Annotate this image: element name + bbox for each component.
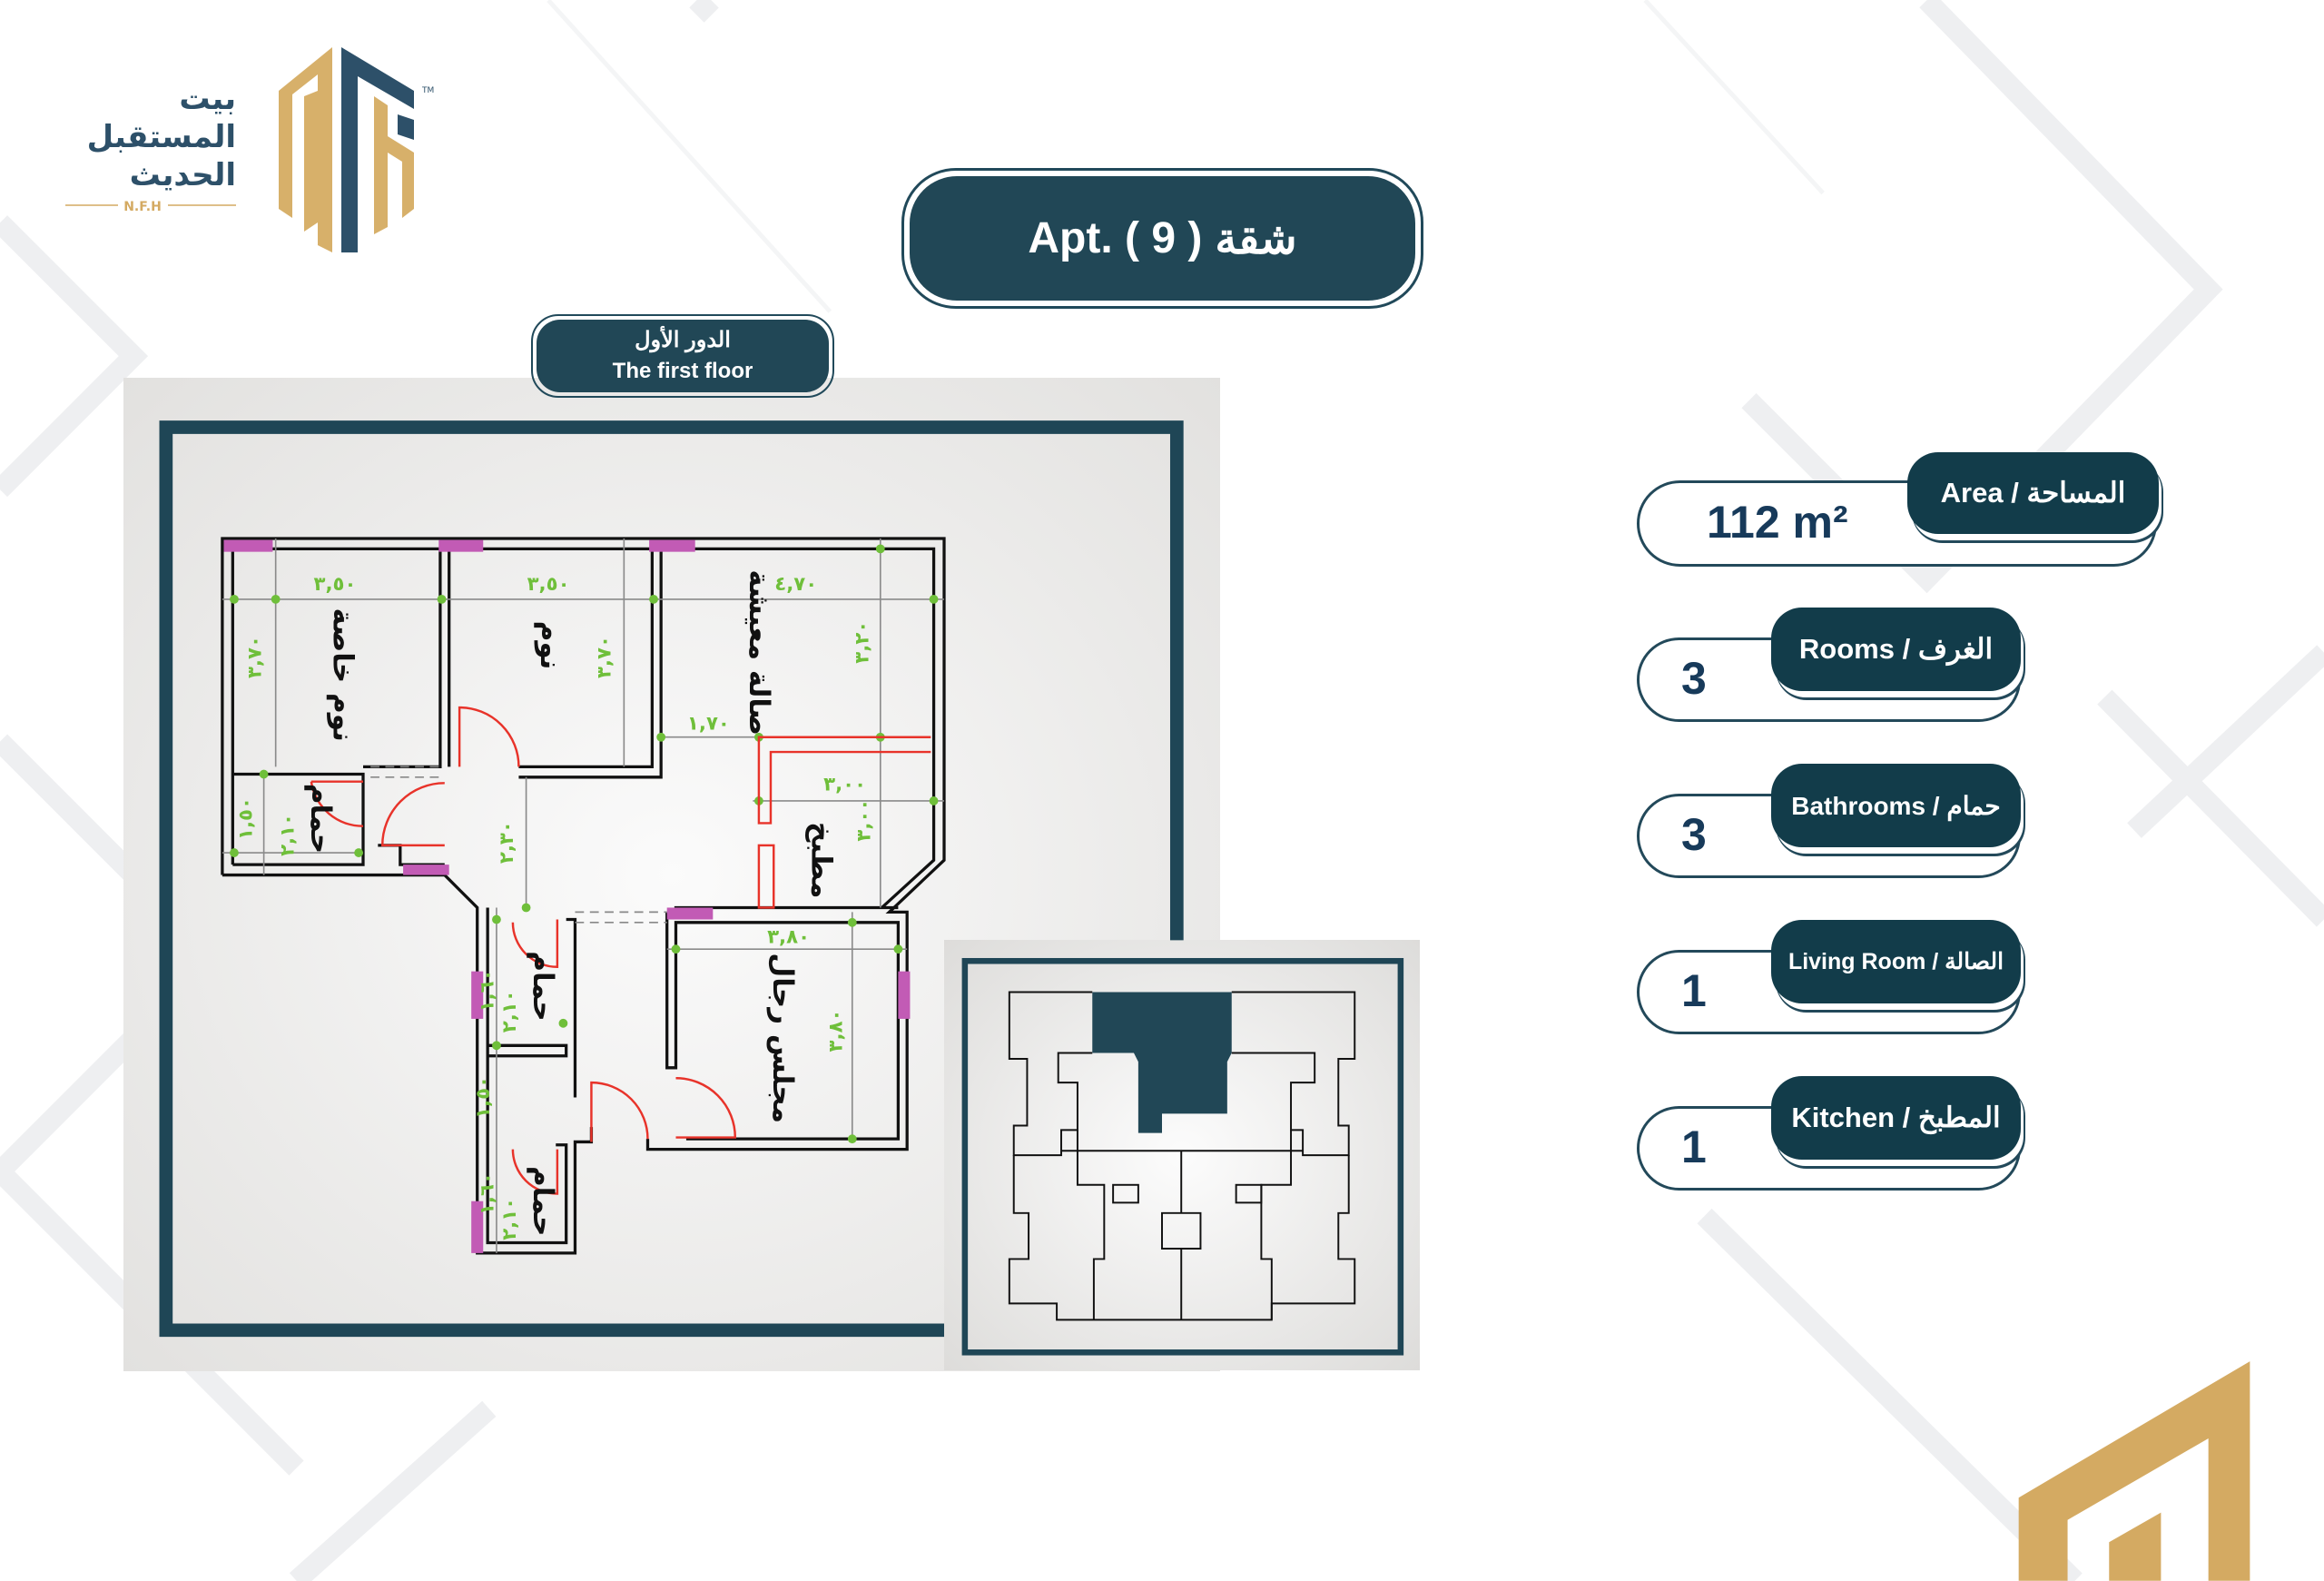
svg-text:N.F.H: N.F.H	[123, 200, 162, 214]
site-plan-blocks	[1008, 991, 1356, 1321]
logo-text: بيت المستقبل الحديث	[87, 81, 236, 193]
svg-text:TM: TM	[421, 86, 434, 95]
apartment-title-badge: Apt. ( 9 ) شقة	[901, 168, 1423, 309]
svg-text:١,٥٠: ١,٥٠	[235, 797, 258, 840]
floor-label-badge: الدور الأول The first floor	[531, 314, 834, 398]
stat-bathrooms-label: Bathrooms / حمام	[1771, 764, 2021, 847]
room-label-bath2: حمام	[527, 951, 559, 1022]
stat-area-label: Area / المساحة	[1907, 452, 2159, 534]
floor-label-arabic: الدور الأول	[635, 328, 731, 352]
svg-text:١,٥٠: ١,٥٠	[472, 1076, 495, 1119]
stat-living-value: 1	[1681, 965, 1707, 1016]
company-logo: بيت المستقبل الحديث N.F.H TM	[65, 47, 434, 252]
apartment-title-english: Apt. ( 9 )	[1028, 214, 1203, 262]
svg-text:٢,١٠: ٢,١٠	[276, 814, 299, 856]
svg-text:٢,٣٠: ٢,٣٠	[496, 821, 518, 864]
svg-text:٣,٠٠: ٣,٠٠	[823, 774, 866, 796]
svg-text:٤,٧٠: ٤,٧٠	[774, 573, 817, 596]
room-label-bath3: حمام	[527, 1166, 559, 1237]
site-plan-highlighted-unit	[1092, 992, 1232, 1133]
plan-walls	[221, 537, 946, 1255]
stat-rooms-value: 3	[1681, 653, 1707, 704]
stat-living-label: Living Room / الصالة	[1771, 920, 2021, 1003]
corner-logo-mark-icon	[2018, 1361, 2250, 1581]
svg-text:بيت: بيت	[179, 81, 236, 117]
plan-doors	[310, 706, 931, 1195]
svg-text:٣,٠٠: ٣,٠٠	[852, 799, 875, 842]
svg-text:٣,٧٠: ٣,٧٠	[243, 636, 266, 678]
plan-grid-nodes	[230, 544, 939, 1144]
stat-rooms-label: Rooms / الغرف	[1771, 608, 2021, 691]
svg-text:١,٦٠: ١,٦٠	[477, 969, 499, 1012]
stat-bathrooms-value: 3	[1681, 809, 1707, 860]
svg-text:٣,٥٠: ٣,٥٠	[314, 573, 357, 596]
stat-kitchen-label: Kitchen / المطبخ	[1771, 1076, 2021, 1160]
room-labels: نوم خاصة نوم صالة معيشة مطبخ حمام حمام ح…	[304, 569, 838, 1236]
svg-text:٣,٨٠: ٣,٨٠	[767, 926, 810, 949]
svg-text:٣,٢٠: ٣,٢٠	[852, 621, 874, 664]
svg-text:١,٦٠: ١,٦٠	[477, 1172, 499, 1215]
room-label-bedroom: نوم	[534, 621, 566, 670]
stat-area-value: 112 m²	[1707, 497, 1848, 548]
room-label-bedroom-private: نوم خاصة	[326, 608, 359, 741]
site-plan-frame	[961, 957, 1404, 1356]
svg-text:المستقبل: المستقبل	[87, 119, 236, 155]
stat-kitchen-value: 1	[1681, 1122, 1707, 1172]
svg-text:٢,١٠: ٢,١٠	[498, 1198, 521, 1240]
apartment-title-arabic: شقة	[1215, 214, 1297, 263]
svg-text:٣,٧٠: ٣,٧٠	[594, 636, 616, 678]
floor-label-english: The first floor	[612, 359, 753, 383]
room-label-living: صالة معيشة	[743, 569, 775, 736]
plan-frame	[159, 420, 1184, 1338]
room-label-bath1: حمام	[304, 784, 337, 855]
dimension-labels: ٣,٥٠ ٣,٧٠ ٣,٥٠ ٣,٧٠ ٤,٧٠ ٣,٢٠ ١,٧٠ ٣,٠٠ …	[235, 573, 876, 1240]
svg-text:الحديث: الحديث	[130, 157, 236, 193]
plan-windows	[223, 539, 911, 1253]
svg-text:٣,٨٠: ٣,٨٠	[824, 1010, 847, 1052]
svg-text:٣,٥٠: ٣,٥٠	[527, 573, 570, 596]
svg-text:٢,١٠: ٢,١٠	[498, 990, 521, 1033]
logo-mark-icon	[279, 47, 414, 252]
svg-text:١,٧٠: ١,٧٠	[687, 713, 730, 736]
room-label-majlis: مجلس رجال	[766, 953, 799, 1123]
room-label-kitchen: مطبخ	[805, 822, 838, 898]
